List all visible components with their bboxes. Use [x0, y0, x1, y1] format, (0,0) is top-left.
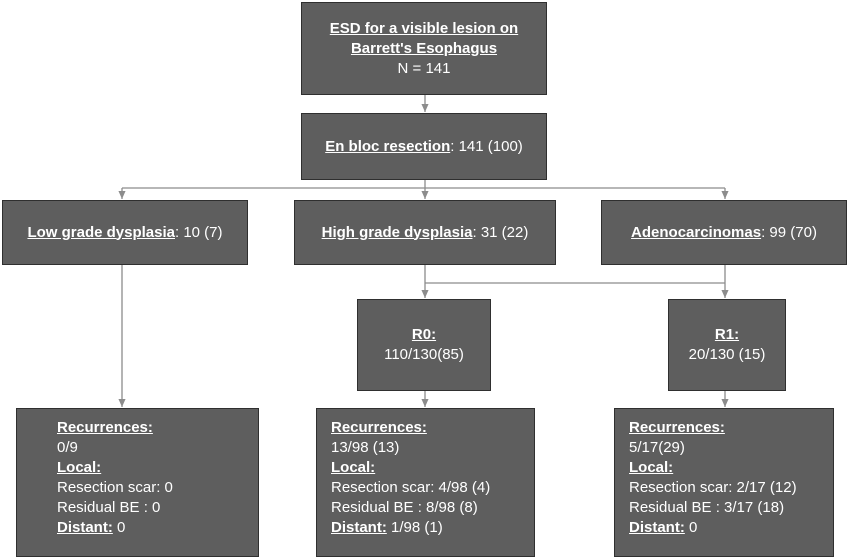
local-label: Local: [629, 459, 674, 476]
distant-label: Distant: [331, 519, 387, 536]
lgd-box: Low grade dysplasia : 10 (7) [2, 200, 248, 265]
resection-scar: Resection scar: 2/17 (12) [629, 479, 797, 496]
root-title-line2: Barrett's Esophagus [350, 39, 498, 57]
residual-be: Residual BE : 0 [57, 499, 161, 516]
distant-label: Distant: [57, 519, 113, 536]
recurrences-label: Recurrences: [57, 419, 153, 436]
recurrences-label: Recurrences: [331, 419, 427, 436]
recurrences-value: 0/9 [57, 439, 78, 456]
residual-be: Residual BE : 8/98 (8) [331, 499, 478, 516]
r0-value: 110/130(85) [384, 346, 464, 363]
r1-label: R1: [714, 326, 740, 343]
r0-box: R0: 110/130(85) [357, 299, 491, 391]
distant-value: 0 [684, 519, 698, 536]
local-label: Local: [57, 459, 102, 476]
local-label: Local: [331, 459, 376, 476]
distant-row: Distant: 0 [629, 518, 833, 538]
recurrence-box-r0: Recurrences: 13/98 (13) Local: Resection… [316, 408, 535, 557]
en-bloc-value: : 141 (100) [450, 137, 523, 155]
recurrence-box-r1: Recurrences: 5/17(29) Local: Resection s… [614, 408, 834, 557]
hgd-box: High grade dysplasia : 31 (22) [294, 200, 556, 265]
recurrence-box-lgd: Recurrences: 0/9 Local: Resection scar: … [16, 408, 259, 557]
lgd-label: Low grade dysplasia [27, 223, 175, 241]
distant-row: Distant: 0 [57, 518, 258, 538]
adeno-label: Adenocarcinomas [631, 223, 762, 241]
root-title-line1: ESD for a visible lesion on [329, 19, 519, 37]
distant-label: Distant: [629, 519, 685, 536]
recurrences-label: Recurrences: [629, 419, 725, 436]
en-bloc-label: En bloc resection [325, 137, 451, 155]
r1-box: R1: 20/130 (15) [668, 299, 786, 391]
recurrences-value: 13/98 (13) [331, 439, 400, 456]
distant-value: 1/98 (1) [386, 519, 443, 536]
distant-value: 0 [112, 519, 126, 536]
distant-row: Distant: 1/98 (1) [331, 518, 534, 538]
hgd-label: High grade dysplasia [321, 223, 473, 241]
residual-be: Residual BE : 3/17 (18) [629, 499, 785, 516]
recurrences-value: 5/17(29) [629, 439, 685, 456]
adeno-value: : 99 (70) [761, 223, 817, 241]
adeno-box: Adenocarcinomas : 99 (70) [601, 200, 847, 265]
resection-scar: Resection scar: 0 [57, 479, 173, 496]
en-bloc-box: En bloc resection : 141 (100) [301, 113, 547, 180]
lgd-value: : 10 (7) [175, 223, 223, 241]
r0-label: R0: [411, 326, 437, 343]
root-box: ESD for a visible lesion on Barrett's Es… [301, 2, 547, 95]
r1-value: 20/130 (15) [688, 346, 766, 363]
root-n: N = 141 [397, 59, 451, 77]
resection-scar: Resection scar: 4/98 (4) [331, 479, 491, 496]
hgd-value: : 31 (22) [472, 223, 529, 241]
